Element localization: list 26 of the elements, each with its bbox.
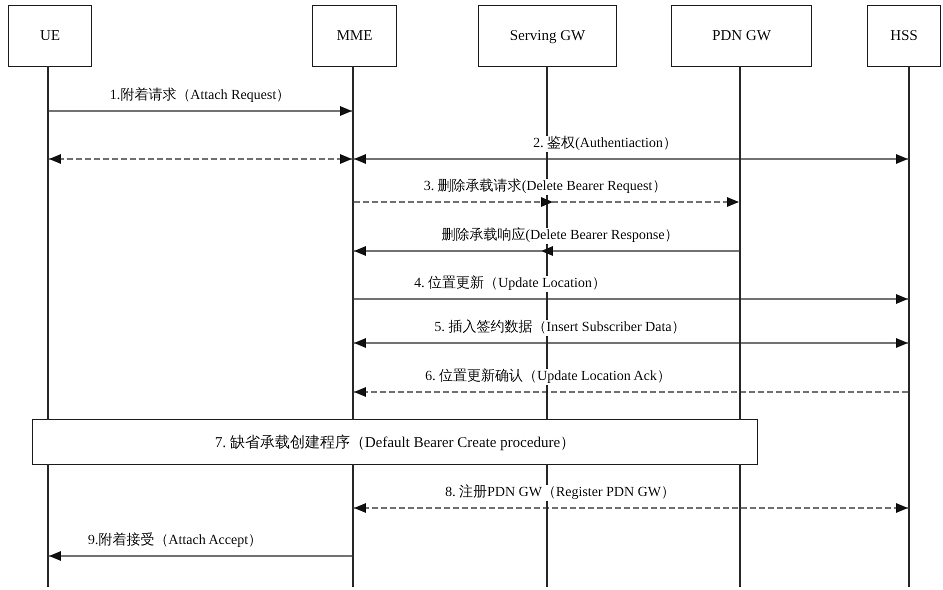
lifeline: [739, 67, 741, 587]
participant-name: Serving GW: [510, 28, 586, 44]
participant-name: HSS: [890, 28, 918, 44]
message-arrow: [354, 246, 739, 256]
message-arrow: [354, 154, 908, 164]
message-arrow: [49, 551, 352, 561]
message-arrow: [354, 503, 908, 513]
participant-name: UE: [40, 28, 60, 44]
procedure-box: [32, 419, 758, 465]
participant-box: [671, 5, 812, 67]
message-arrow: [354, 294, 908, 304]
participant-box: [867, 5, 941, 67]
message-arrow: [354, 197, 739, 207]
participant-box: [478, 5, 617, 67]
lifeline: [908, 67, 910, 587]
lifeline: [352, 67, 354, 587]
participant-box: [8, 5, 92, 67]
lifeline: [47, 67, 49, 587]
message-arrow: [354, 387, 908, 397]
participant-name: PDN GW: [712, 28, 771, 44]
procedure-label: 7. 缺省承载创建程序（Default Bearer Create procedure）: [214, 433, 576, 452]
message-arrow: [49, 154, 352, 164]
participant-box: [312, 5, 397, 67]
message-arrow: [354, 338, 908, 348]
message-arrow: [49, 106, 352, 116]
participant-name: MME: [336, 28, 372, 44]
